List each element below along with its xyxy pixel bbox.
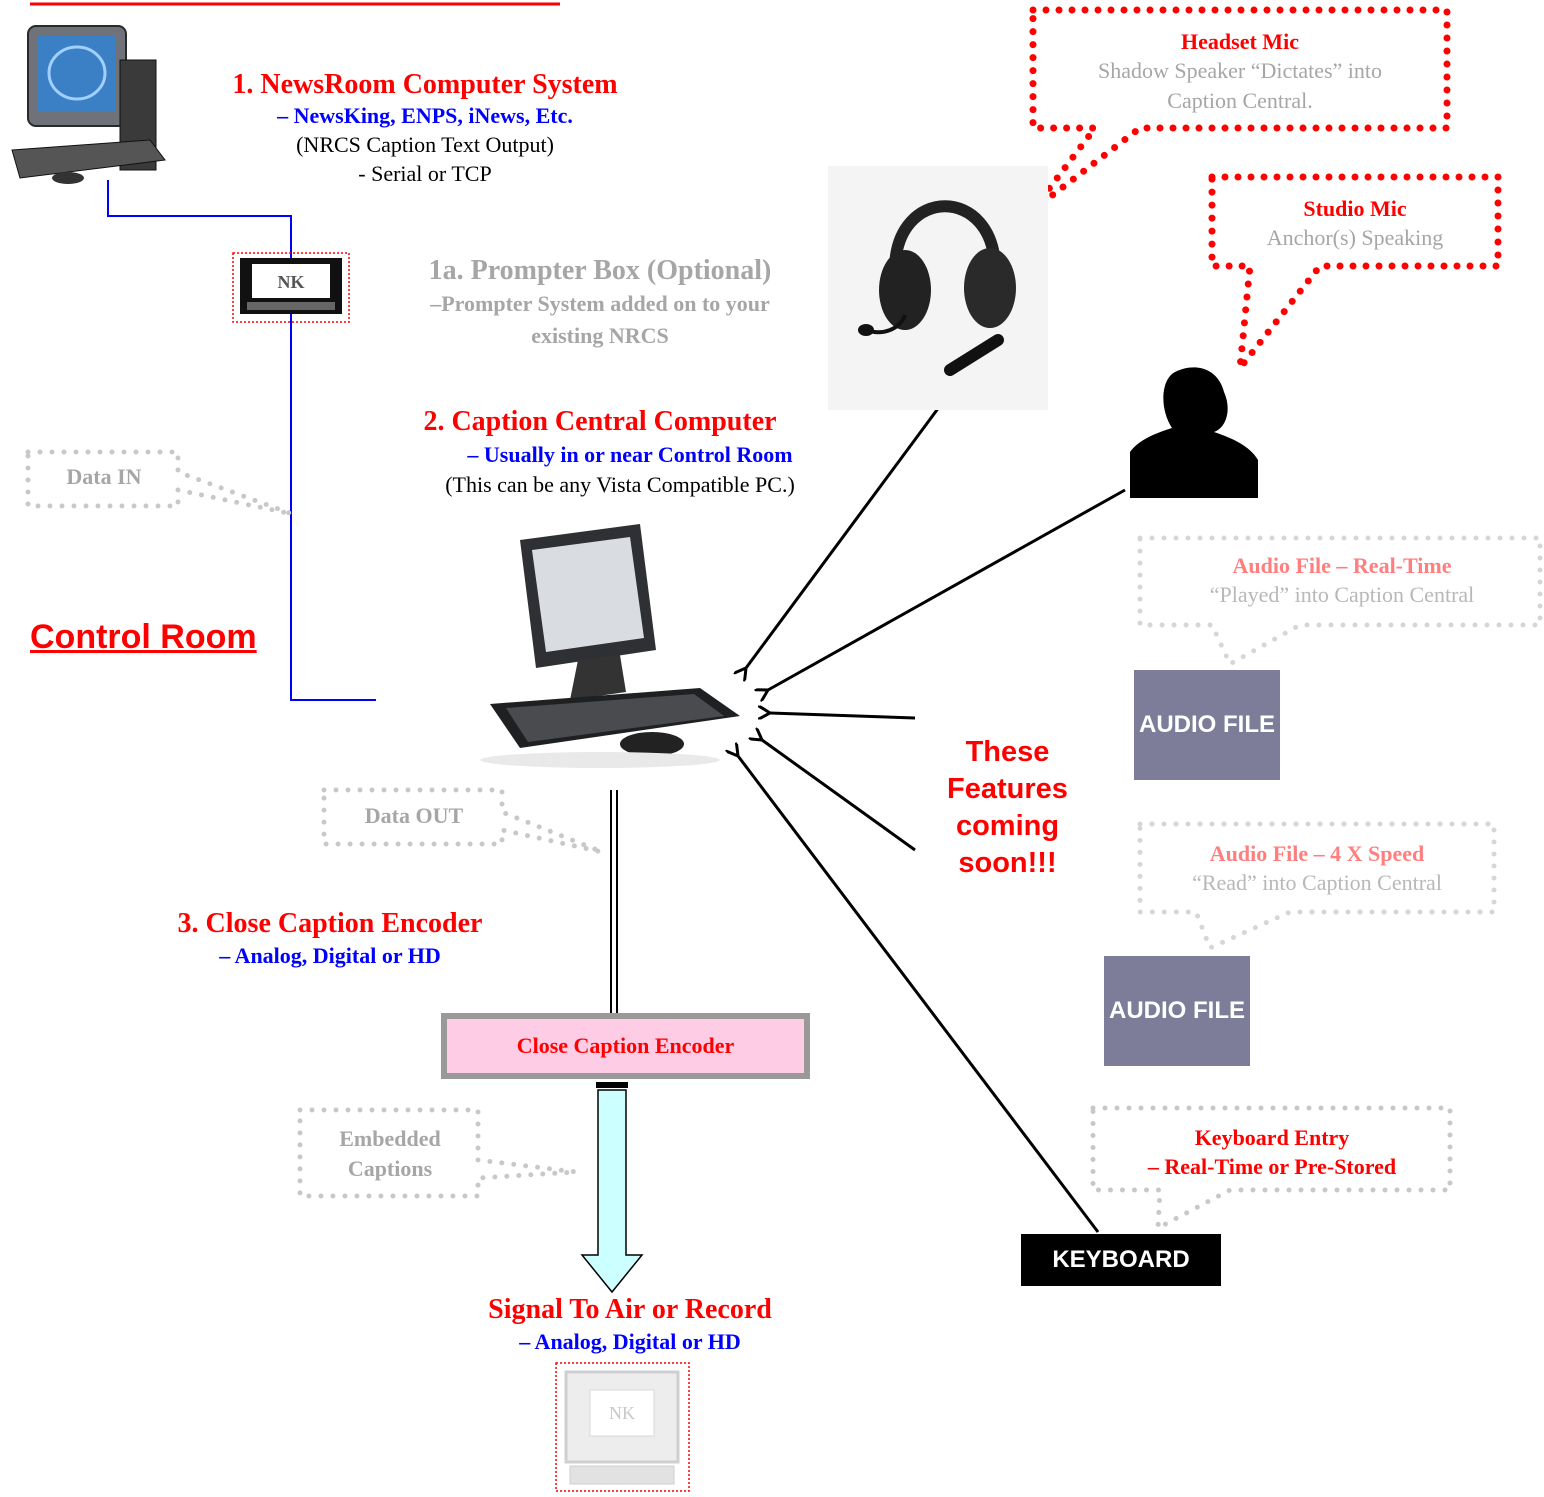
encoder-box-label: Close Caption Encoder <box>516 1033 735 1058</box>
prompter-block: 1a. Prompter Box (Optional) –Prompter Sy… <box>380 254 820 352</box>
audio-4x-title: Audio File – 4 X Speed <box>1209 841 1425 866</box>
studio-callout-frame <box>1208 173 1502 380</box>
newsroom-block: 1. NewsRoom Computer System – NewsKing, … <box>190 68 660 188</box>
signal-monitor-icon: NK <box>555 1362 690 1492</box>
audio-file-box-1: AUDIO FILE <box>1134 670 1280 780</box>
audio-file-label-1: AUDIO FILE <box>1139 711 1275 738</box>
headset-callout: Headset Mic Shadow Speaker “Dictates” in… <box>1050 28 1430 116</box>
data-in-frame <box>25 449 293 517</box>
keyboard-box: KEYBOARD <box>1021 1234 1221 1286</box>
block-arrow-cap <box>596 1082 628 1088</box>
headset-mic-icon <box>828 166 1048 410</box>
coming-soon-line-1: These <box>965 736 1050 768</box>
audio-realtime-frame <box>1137 535 1543 668</box>
keyboard-label: KEYBOARD <box>1052 1246 1190 1273</box>
newsroom-computer-icon <box>11 25 166 184</box>
audio-realtime-line-2: “Played” into Caption Central <box>1209 582 1475 607</box>
studio-callout-line-2: Anchor(s) Speaking <box>1266 225 1444 250</box>
data-in-label: Data IN <box>66 464 142 489</box>
caption-central-title: 2. Caption Central Computer <box>423 406 777 437</box>
prompter-desc-2: existing NRCS <box>531 323 669 348</box>
caption-central-block: 2. Caption Central Computer – Usually in… <box>350 404 850 500</box>
newsroom-connection: - Serial or TCP <box>358 161 492 186</box>
embedded-captions-label: Embedded Captions <box>306 1124 474 1184</box>
encoder-section: 3. Close Caption Encoder – Analog, Digit… <box>130 906 530 970</box>
prompter-desc-1: –Prompter System added on to your <box>430 291 770 316</box>
keyboard-callout-title: Keyboard Entry <box>1194 1125 1350 1150</box>
audio-realtime-title: Audio File – Real-Time <box>1232 553 1452 578</box>
arrow-audio-4x <box>762 740 916 852</box>
encoder-subtitle: – Analog, Digital or HD <box>219 943 441 968</box>
prompter-title: 1a. Prompter Box (Optional) <box>428 255 772 286</box>
arrow-audio-realtime <box>770 713 916 718</box>
arrow-keyboard <box>738 756 1100 1233</box>
keyboard-callout: Keyboard Entry – Real-Time or Pre-Stored <box>1100 1124 1444 1182</box>
encoder-title: 3. Close Caption Encoder <box>177 908 483 939</box>
arrow-headset <box>746 371 967 668</box>
arrow-studio <box>768 488 1126 690</box>
anchor-silhouette-icon <box>1130 367 1258 498</box>
embedded-line-1: Embedded <box>339 1126 441 1151</box>
studio-callout: Studio Mic Anchor(s) Speaking <box>1222 195 1488 253</box>
signal-subtitle: – Analog, Digital or HD <box>519 1329 741 1354</box>
audio-file-label-2: AUDIO FILE <box>1109 997 1245 1024</box>
studio-callout-title: Studio Mic <box>1303 196 1407 221</box>
headset-callout-line-2: Shadow Speaker “Dictates” into <box>1097 58 1383 83</box>
coming-soon-line-2: Features <box>947 773 1068 805</box>
signal-logo-text: NK <box>609 1403 635 1423</box>
prompter-logo-text: NK <box>278 272 305 292</box>
newsroom-title: 1. NewsRoom Computer System <box>232 69 618 100</box>
keyboard-callout-line-2: – Real-Time or Pre-Stored <box>1147 1154 1397 1179</box>
audio-file-box-2: AUDIO FILE <box>1104 956 1250 1066</box>
nrcs-wire <box>107 180 376 701</box>
coming-soon-line-4: soon!!! <box>958 847 1057 879</box>
embedded-line-2: Captions <box>347 1156 433 1181</box>
control-room-label: Control Room <box>30 618 257 656</box>
audio-realtime-callout: Audio File – Real-Time “Played” into Cap… <box>1150 552 1534 610</box>
signal-block: Signal To Air or Record – Analog, Digita… <box>420 1292 840 1356</box>
coming-soon-line-3: coming <box>955 810 1060 842</box>
headset-callout-title: Headset Mic <box>1181 29 1299 54</box>
audio-4x-line-2: “Read” into Caption Central <box>1192 870 1442 895</box>
close-caption-encoder-box: Close Caption Encoder <box>441 1013 810 1079</box>
caption-central-subtitle: – Usually in or near Control Room <box>467 442 793 467</box>
coming-soon-note: These Features coming soon!!! <box>920 734 1095 882</box>
caption-central-computer-icon <box>480 524 740 768</box>
newsroom-subtitle: – NewsKing, ENPS, iNews, Etc. <box>277 103 573 128</box>
signal-title: Signal To Air or Record <box>488 1294 772 1325</box>
block-arrow-down <box>580 1089 644 1294</box>
keyboard-frame <box>1090 1105 1453 1233</box>
audio-4x-callout: Audio File – 4 X Speed “Read” into Capti… <box>1142 840 1492 898</box>
data-out-label: Data OUT <box>364 803 464 828</box>
headset-callout-line-3: Caption Central. <box>1167 88 1313 113</box>
headset-callout-frame <box>1029 6 1451 213</box>
newsroom-output: (NRCS Caption Text Output) <box>296 132 554 157</box>
prompter-box-icon: NK <box>232 252 350 323</box>
caption-central-note: (This can be any Vista Compatible PC.) <box>445 472 795 497</box>
data-out-frame <box>321 787 603 855</box>
